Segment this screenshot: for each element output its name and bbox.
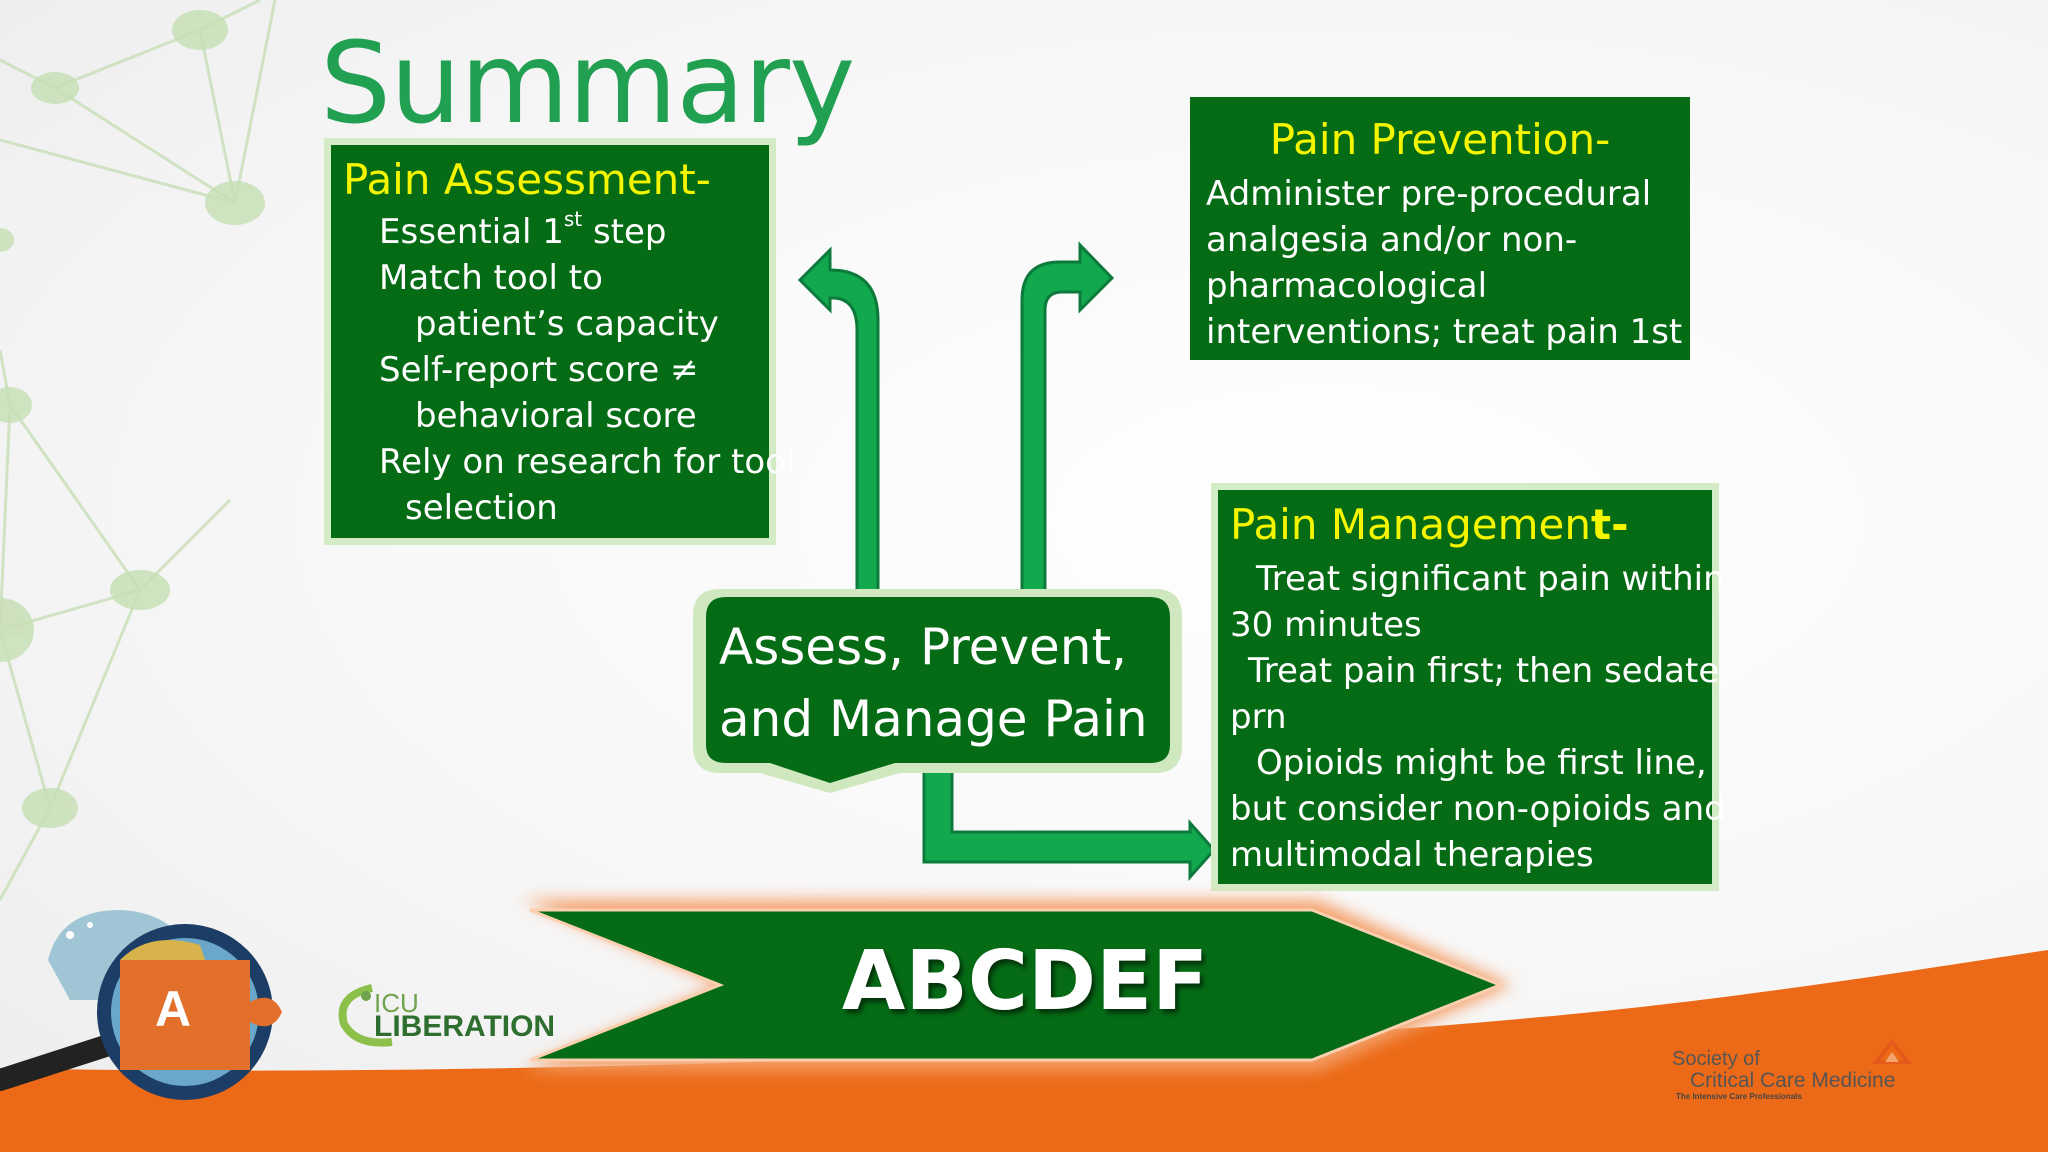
assessment-line-2: Match tool to [379,258,603,298]
scc-logo: Society of Critical Care Medicine The In… [1672,1048,1932,1101]
assessment-line-1-text: Essential 1 [379,212,564,252]
management-line-5: Opioids might be first line, [1256,743,1707,783]
management-line-4: prn [1230,697,1287,737]
pain-prevention-box: Pain Prevention- Administer pre-procedur… [1190,97,1690,360]
prevention-line-1: Administer pre-procedural [1206,174,1652,214]
center-line-2: and Manage Pain [719,690,1148,748]
pain-prevention-heading: Pain Prevention- [1269,115,1611,164]
arrow-to-management-icon [922,766,1217,881]
badge-letter: A [155,981,192,1037]
icu-logo-line-2: LIBERATION [374,1010,556,1043]
arrow-to-assessment-icon [797,246,880,594]
abcdef-banner-label: ABCDEF [841,934,1209,1029]
assessment-line-3: patient’s capacity [415,304,719,344]
management-line-6: but consider non-opioids and [1230,789,1726,829]
management-line-3: Treat pain first; then sedate [1248,651,1720,691]
arrow-to-prevention-icon [1020,241,1115,594]
management-line-2: 30 minutes [1230,605,1422,645]
prevention-line-4: interventions; treat pain 1st [1206,312,1683,352]
scc-logo-line-3: The Intensive Care Professionals [1676,1092,1802,1101]
assessment-line-6: Rely on research for tool [379,442,796,482]
management-line-7: multimodal therapies [1230,835,1594,875]
pain-assessment-heading: Pain Assessment- [343,155,711,204]
center-box: Assess, Prevent, and Manage Pain [699,597,1209,791]
scc-logo-line-2: Critical Care Medicine [1690,1069,1896,1092]
pain-management-heading: Pain Management- [1230,498,1700,552]
prevention-line-2: analgesia and/or non- [1206,220,1578,260]
icu-liberation-logo: ICU LIBERATION [374,990,555,1042]
pain-management-box: Pain Management- Treat significant pain … [1218,490,1726,884]
assessment-line-1-end: step [582,212,667,252]
assessment-line-1-sup: st [563,207,583,231]
center-line-1: Assess, Prevent, [719,618,1127,676]
pain-assessment-box: Pain Assessment- Essential 1st step Matc… [331,145,796,538]
prevention-line-3: pharmacological [1206,266,1488,306]
management-heading-bold: t- [1591,500,1629,549]
management-line-1: Treat significant pain within [1256,559,1725,599]
assessment-line-1: Essential 1st step [343,209,757,255]
management-heading-main: Pain Managemen [1230,500,1592,549]
slide-title: Summary [320,19,855,149]
icu-logo-line-1: ICU [374,988,419,1018]
assessment-line-4: Self-report score ≠ [379,350,699,390]
scc-logo-line-1: Society of [1672,1048,1760,1070]
assessment-line-5: behavioral score [415,396,697,436]
assessment-line-7: selection [405,488,558,528]
